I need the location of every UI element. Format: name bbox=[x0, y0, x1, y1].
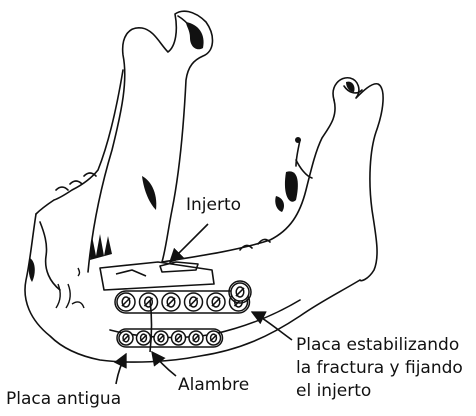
stabilizing-plate-label-2: la fractura y fijando bbox=[296, 358, 463, 378]
stabilizing-plate-label-3: el injerto bbox=[296, 381, 371, 401]
chin-fragments bbox=[56, 268, 84, 308]
stabilizing-plate-label-1: Placa estabilizando bbox=[296, 335, 459, 355]
bone-graft bbox=[100, 262, 214, 290]
old-plate-arrow bbox=[116, 354, 126, 384]
stabilizing-plate-arrow bbox=[252, 312, 292, 340]
wire bbox=[150, 300, 152, 352]
right-alveolar-ridge bbox=[162, 100, 335, 262]
left-alveolar-ridge bbox=[36, 70, 123, 214]
graft-arrow bbox=[170, 224, 208, 262]
graft-label: Injerto bbox=[186, 195, 241, 215]
wire-arrow bbox=[152, 352, 176, 376]
mandible-outline bbox=[25, 11, 383, 362]
wire-label: Alambre bbox=[178, 375, 249, 395]
left-ramus bbox=[88, 11, 212, 272]
mandible-shading bbox=[29, 22, 355, 282]
right-ramus bbox=[333, 78, 383, 281]
old-plate-label: Placa antigua bbox=[6, 389, 121, 409]
